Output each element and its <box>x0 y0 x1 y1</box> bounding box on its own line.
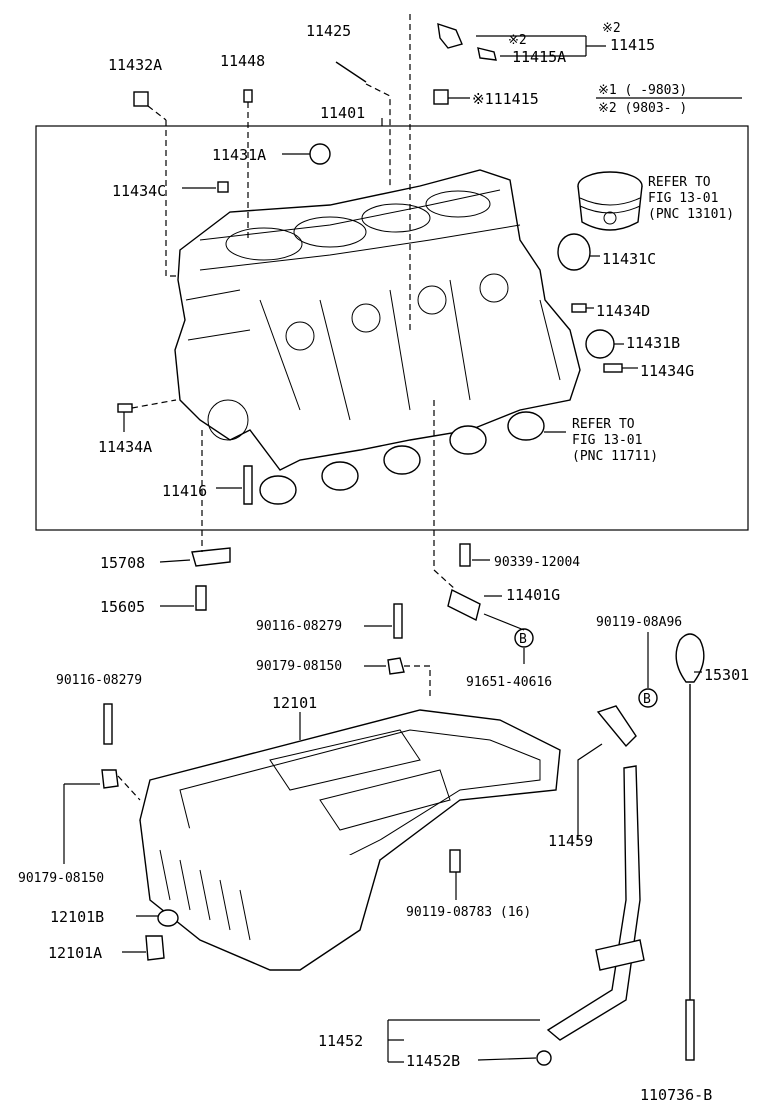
label-11401G: 11401G <box>506 586 560 604</box>
label-111415: ※111415 <box>472 90 539 108</box>
leader-11425 <box>365 83 391 186</box>
bolt-11416 <box>243 465 253 505</box>
drain-plug-12101A <box>145 935 165 961</box>
bolt-90339 <box>459 543 471 567</box>
plug-11431A <box>309 143 331 165</box>
part-labels: 11432A 11448 11425 ※2 11415A 11415 ※2 ※1… <box>18 21 749 1104</box>
refer-bearing-2: FIG 13-01 <box>572 433 642 448</box>
dipstick-guide-11452 <box>546 765 645 1041</box>
label-91651-40616: 91651-40616 <box>466 675 552 690</box>
sensor-11401G <box>447 588 481 622</box>
label-11415A: 11415A <box>512 48 566 66</box>
badge-b-2 <box>638 688 658 708</box>
label-90119-08A96: 90119-08A96 <box>596 615 682 630</box>
nut-90179-left <box>101 769 119 789</box>
leader-11401G-chain <box>433 400 457 591</box>
bracket-11459 <box>596 705 637 748</box>
oring-11452B <box>536 1050 552 1066</box>
label-11434D: 11434D <box>596 302 650 320</box>
leader-11459 <box>577 743 603 840</box>
label-12101B: 12101B <box>50 908 104 926</box>
cylinder-block <box>174 169 581 471</box>
pin-11434A <box>117 403 133 413</box>
stud-90116-left <box>103 703 113 745</box>
validity-note-1: ※1 ( -9803) <box>598 83 687 98</box>
label-11416: 11416 <box>162 482 207 500</box>
label-11434G: 11434G <box>640 362 694 380</box>
cylinder-block-frame <box>35 125 749 531</box>
label-11452B: 11452B <box>406 1052 460 1070</box>
label-15708: 15708 <box>100 554 145 572</box>
switch-15605 <box>195 585 207 611</box>
label-90116-08279-left: 90116-08279 <box>56 673 142 688</box>
label-11434C: 11434C <box>112 182 166 200</box>
label-11431A: 11431A <box>212 146 266 164</box>
badge-b-2-text: B <box>643 692 651 707</box>
badge-b-1-text: B <box>519 632 527 647</box>
note-mark-2a: ※2 <box>508 33 527 48</box>
pin-11434D <box>571 303 587 313</box>
leader-11434A <box>131 399 177 409</box>
label-11401: 11401 <box>320 104 365 122</box>
leader-11452B <box>477 1057 537 1061</box>
gasket-12101B <box>157 909 179 927</box>
bracket-15708 <box>191 547 231 567</box>
label-11425: 11425 <box>306 22 351 40</box>
label-11432A: 11432A <box>108 56 162 74</box>
label-90179-08150-top: 90179-08150 <box>256 659 342 674</box>
oil-pan-12101 <box>139 709 561 971</box>
label-90179-08150-left: 90179-08150 <box>18 871 104 886</box>
refer-notes: REFER TO FIG 13-01 (PNC 13101) REFER TO … <box>572 175 734 464</box>
refer-piston-3: (PNC 13101) <box>648 207 734 222</box>
label-90339-12004: 90339-12004 <box>494 555 580 570</box>
piston <box>577 171 643 231</box>
stud-90116-top <box>393 603 403 639</box>
label-90116-08279-top: 90116-08279 <box>256 619 342 634</box>
label-12101: 12101 <box>272 694 317 712</box>
leader-91651 <box>483 613 525 664</box>
pin-11434G <box>603 363 623 373</box>
leader-11432A <box>147 105 167 121</box>
badge-b-1 <box>514 628 534 648</box>
joint-top <box>437 22 463 49</box>
seal-11431B <box>585 329 615 359</box>
refer-bearing-1: REFER TO <box>572 417 635 432</box>
leader-90179-top <box>404 665 431 700</box>
label-11434A: 11434A <box>98 438 152 456</box>
pin-11434C <box>217 181 229 193</box>
dipstick-15301 <box>675 633 705 1061</box>
refer-bearing-3: (PNC 11711) <box>572 449 658 464</box>
leader-15708 <box>159 559 191 563</box>
label-15301: 15301 <box>704 666 749 684</box>
plug-111415 <box>433 89 449 105</box>
note-mark-2b: ※2 <box>602 21 621 36</box>
main-bearings <box>259 411 545 505</box>
leader-90179-left-b <box>117 775 141 801</box>
leader-90179-left <box>63 783 100 864</box>
diagram-id: 110736-B <box>640 1086 712 1104</box>
label-11448: 11448 <box>220 52 265 70</box>
plug-11432A <box>133 91 149 107</box>
leader-11452 <box>387 1019 540 1063</box>
bolt-90119-08783 <box>449 849 461 873</box>
label-12101A: 12101A <box>48 944 102 962</box>
stud-11425 <box>335 61 367 83</box>
label-11459: 11459 <box>548 832 593 850</box>
label-15605: 15605 <box>100 598 145 616</box>
label-11431C: 11431C <box>602 250 656 268</box>
validity-note-2: ※2 (9803- ) <box>598 101 687 116</box>
label-11415: 11415 <box>610 36 655 54</box>
pin-11448 <box>243 89 253 103</box>
refer-piston-1: REFER TO <box>648 175 711 190</box>
label-11431B: 11431B <box>626 334 680 352</box>
screw-11415A <box>477 47 497 61</box>
nut-90179-top <box>387 657 405 675</box>
plug-11431C <box>557 233 591 271</box>
refer-piston-2: FIG 13-01 <box>648 191 718 206</box>
label-90119-08783: 90119-08783 (16) <box>406 905 531 920</box>
leader-11432A-b <box>165 120 180 277</box>
label-11452: 11452 <box>318 1032 363 1050</box>
